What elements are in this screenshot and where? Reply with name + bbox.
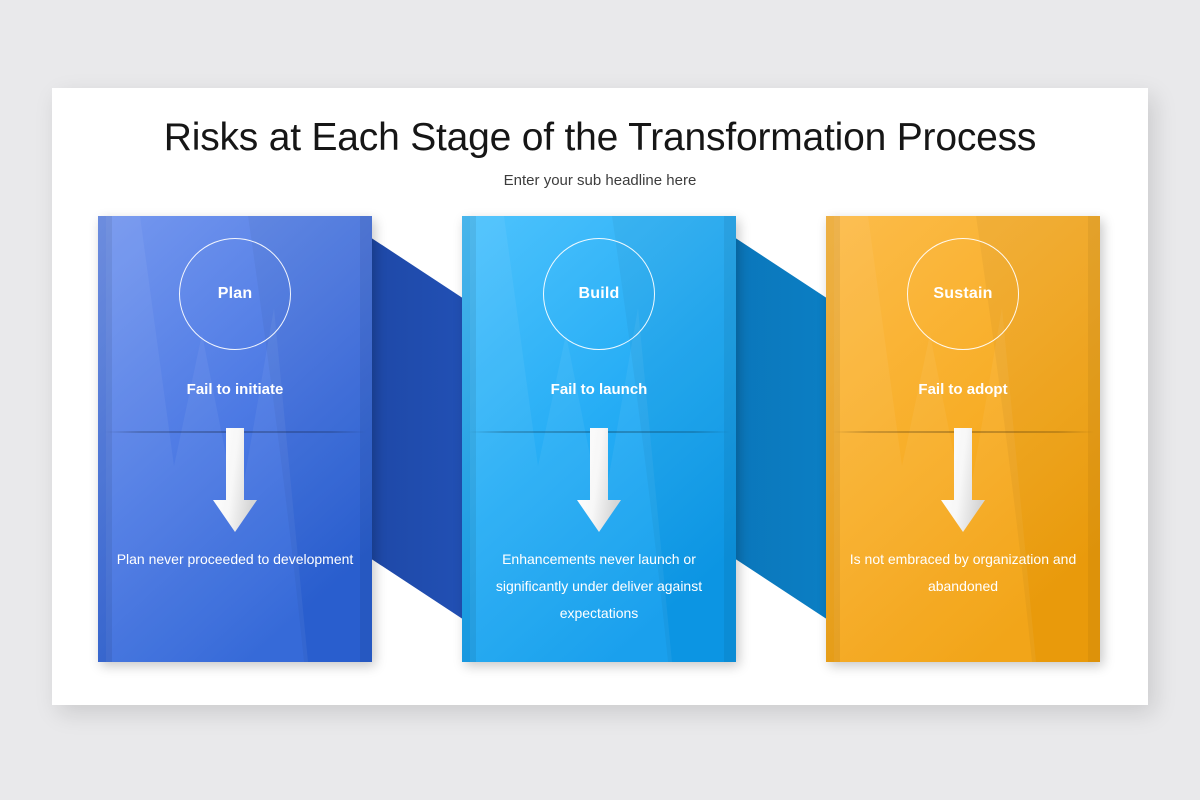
stage-risk-title: Fail to launch <box>550 381 648 398</box>
down-arrow-icon <box>576 428 622 536</box>
down-arrow-icon <box>212 428 258 536</box>
stage-card-build[interactable]: Build Fail to launch <box>462 216 736 662</box>
process-diagram: Plan Fail to initiate <box>52 88 1148 705</box>
stage-risk-description: Enhancements never launch or significant… <box>495 551 703 621</box>
stage-badge-circle: Sustain <box>907 238 1019 350</box>
down-arrow-icon <box>940 428 986 536</box>
page-subtitle: Enter your sub headline here <box>503 172 697 189</box>
stage-card-sustain[interactable]: Sustain Fail to adopt <box>826 216 1100 662</box>
card-background <box>98 216 372 662</box>
card-content: Plan Fail to initiate <box>98 216 372 662</box>
card-content: Sustain Fail to adopt <box>826 216 1100 662</box>
slide-panel: Risks at Each Stage of the Transformatio… <box>52 88 1148 705</box>
stage-badge-circle: Plan <box>179 238 291 350</box>
stage-card-plan[interactable]: Plan Fail to initiate <box>98 216 372 662</box>
stage-risk-title: Fail to adopt <box>918 381 1008 398</box>
stage-risk-title: Fail to initiate <box>186 381 284 398</box>
stage-badge-circle: Build <box>543 238 655 350</box>
stage-badge-label: Sustain <box>933 285 993 302</box>
card-content: Build Fail to launch <box>462 216 736 662</box>
stage-badge-label: Plan <box>217 285 253 302</box>
page-title: Risks at Each Stage of the Transformatio… <box>163 116 1037 159</box>
stage-risk-description: Is not embraced by organization and aban… <box>849 551 1077 594</box>
stage-risk-description: Plan never proceeded to development <box>116 551 354 567</box>
stage-badge-label: Build <box>578 285 620 302</box>
